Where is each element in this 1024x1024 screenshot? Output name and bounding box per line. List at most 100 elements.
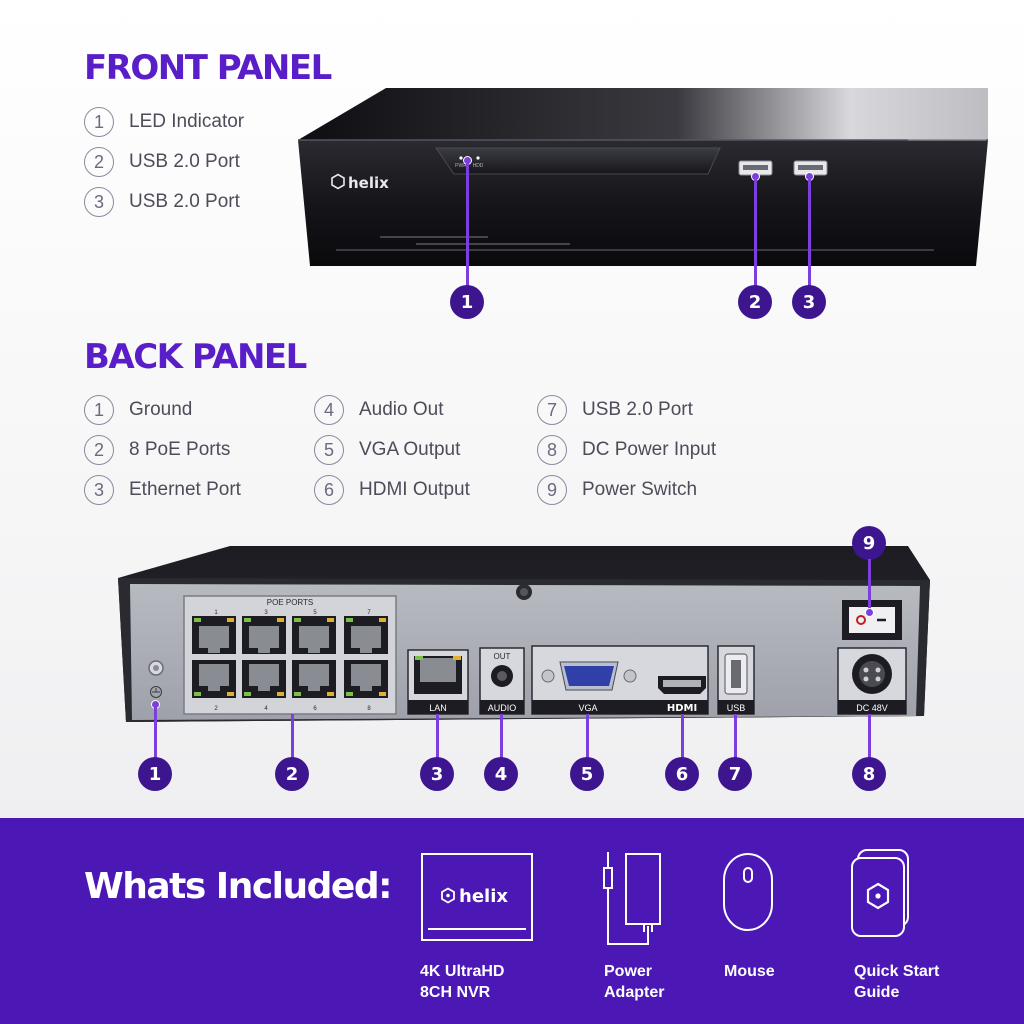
back-legend-item-1: 1 Ground bbox=[84, 395, 192, 425]
included-label-power: Power Adapter bbox=[604, 963, 665, 1001]
legend-label: DC Power Input bbox=[582, 439, 717, 460]
lan-label: LAN bbox=[429, 703, 447, 713]
back-leader-line-9 bbox=[868, 559, 871, 611]
nvr-back-view: POE PORTS 1 3 5 7 2 4 6 8 LAN OUT AUDIO … bbox=[118, 546, 930, 722]
back-callout-3: 3 bbox=[420, 757, 454, 791]
legend-label: 8 PoE Ports bbox=[129, 439, 231, 460]
front-callout-2: 2 bbox=[738, 285, 772, 319]
poe-port-2 bbox=[242, 616, 286, 654]
audio-out-label: OUT bbox=[494, 652, 511, 661]
back-callout-9: 9 bbox=[852, 526, 886, 560]
back-legend-item-6: 6 HDMI Output bbox=[314, 475, 470, 505]
hdd-led-label: HDD bbox=[473, 163, 484, 169]
legend-label: Ground bbox=[129, 399, 193, 420]
back-legend-item-8: 8 DC Power Input bbox=[537, 435, 716, 465]
back-callout-4: 4 bbox=[484, 757, 518, 791]
legend-number: 5 bbox=[314, 435, 344, 465]
whats-included-title: Whats Included: bbox=[84, 866, 392, 907]
back-callout-8: 8 bbox=[852, 757, 886, 791]
included-label-mouse: Mouse bbox=[724, 963, 775, 980]
back-callout-7: 7 bbox=[718, 757, 752, 791]
mouse-icon bbox=[723, 853, 773, 931]
legend-number: 3 bbox=[84, 475, 114, 505]
helix-logo: helix bbox=[331, 173, 389, 192]
ground-symbol bbox=[150, 686, 162, 698]
poe-ports-label: POE PORTS bbox=[267, 598, 314, 607]
back-callout-6: 6 bbox=[665, 757, 699, 791]
legend-label: USB 2.0 Port bbox=[582, 399, 693, 420]
svg-text:helix: helix bbox=[348, 174, 389, 192]
svg-text:5: 5 bbox=[313, 610, 317, 616]
poe-port-8 bbox=[344, 660, 388, 698]
vga-label: VGA bbox=[578, 703, 597, 713]
front-panel-heading: FRONT PANEL bbox=[84, 48, 332, 88]
svg-text:6: 6 bbox=[313, 706, 317, 712]
svg-text:8: 8 bbox=[367, 706, 371, 712]
dc-label: DC 48V bbox=[856, 703, 888, 713]
svg-text:4: 4 bbox=[264, 706, 268, 712]
legend-label: Audio Out bbox=[359, 399, 444, 420]
svg-text:2: 2 bbox=[214, 706, 218, 712]
back-panel-heading: BACK PANEL bbox=[84, 337, 307, 377]
whats-included-section: Whats Included: helix 4K UltraHD 8CH NVR… bbox=[0, 818, 1024, 1024]
front-leader-line-3 bbox=[808, 176, 811, 286]
front-callout-3: 3 bbox=[792, 285, 826, 319]
poe-port-3 bbox=[292, 616, 336, 654]
front-legend-item-3: 3 USB 2.0 Port bbox=[84, 187, 240, 217]
poe-top-numbers: 1 3 5 7 bbox=[214, 610, 371, 616]
poe-port-5 bbox=[192, 660, 236, 698]
legend-label: VGA Output bbox=[359, 439, 461, 460]
quick-start-guide-icon bbox=[851, 849, 909, 937]
led-window bbox=[435, 147, 721, 175]
back-callout-1: 1 bbox=[138, 757, 172, 791]
included-label-nvr: 4K UltraHD 8CH NVR bbox=[420, 963, 505, 1001]
legend-number: 7 bbox=[537, 395, 567, 425]
poe-rj45-ports bbox=[192, 616, 388, 698]
back-legend-item-2: 2 8 PoE Ports bbox=[84, 435, 230, 465]
back-leader-line-7 bbox=[734, 714, 737, 758]
legend-number: 6 bbox=[314, 475, 344, 505]
legend-number: 1 bbox=[84, 395, 114, 425]
nvr-front-view: PWR HDD helix bbox=[298, 88, 988, 266]
poe-port-4 bbox=[344, 616, 388, 654]
nvr-box-brand: helix bbox=[459, 886, 508, 907]
back-callout-2: 2 bbox=[275, 757, 309, 791]
power-adapter-icon bbox=[603, 852, 661, 945]
back-leader-line-4 bbox=[500, 714, 503, 758]
legend-number: 2 bbox=[84, 147, 114, 177]
poe-port-1 bbox=[192, 616, 236, 654]
back-leader-line-8 bbox=[868, 714, 871, 758]
nvr-box-icon: helix bbox=[421, 853, 533, 941]
poe-bottom-numbers: 2 4 6 8 bbox=[214, 706, 371, 712]
back-legend-item-5: 5 VGA Output bbox=[314, 435, 460, 465]
svg-text:7: 7 bbox=[367, 610, 371, 616]
back-legend-item-7: 7 USB 2.0 Port bbox=[537, 395, 693, 425]
usb-label: USB bbox=[727, 703, 746, 713]
vga-port bbox=[564, 666, 614, 686]
front-legend-item-2: 2 USB 2.0 Port bbox=[84, 147, 240, 177]
back-legend-item-9: 9 Power Switch bbox=[537, 475, 697, 505]
back-leader-line-3 bbox=[436, 714, 439, 758]
back-leader-line-5 bbox=[586, 714, 589, 758]
hdmi-label: HDMI bbox=[667, 703, 697, 714]
legend-number: 2 bbox=[84, 435, 114, 465]
legend-label: HDMI Output bbox=[359, 479, 470, 500]
back-legend-item-3: 3 Ethernet Port bbox=[84, 475, 241, 505]
device-top-surface bbox=[298, 88, 988, 140]
front-callout-1: 1 bbox=[450, 285, 484, 319]
legend-label: USB 2.0 Port bbox=[129, 191, 240, 212]
back-leader-line-2 bbox=[291, 714, 294, 758]
front-leader-line-2 bbox=[754, 176, 757, 286]
back-leader-line-1 bbox=[154, 704, 157, 758]
legend-label: LED Indicator bbox=[129, 111, 245, 132]
audio-label: AUDIO bbox=[488, 703, 517, 713]
front-leader-line-1 bbox=[466, 160, 469, 286]
back-leader-line-6 bbox=[681, 714, 684, 758]
poe-port-7 bbox=[292, 660, 336, 698]
legend-number: 8 bbox=[537, 435, 567, 465]
legend-number: 3 bbox=[84, 187, 114, 217]
svg-text:3: 3 bbox=[264, 610, 268, 616]
legend-number: 9 bbox=[537, 475, 567, 505]
back-legend-item-4: 4 Audio Out bbox=[314, 395, 444, 425]
legend-number: 4 bbox=[314, 395, 344, 425]
